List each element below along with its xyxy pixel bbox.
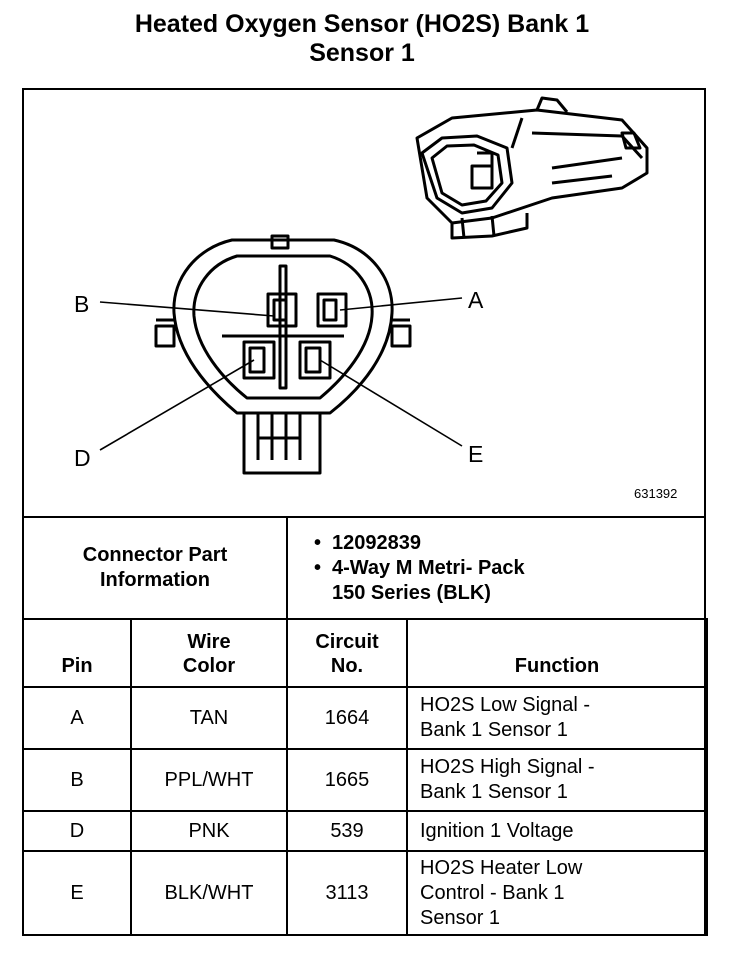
header-pin: Pin: [22, 618, 132, 688]
cell-circuit: 3113: [286, 850, 408, 936]
part-number: 12092839: [332, 531, 421, 554]
pin-label-e: E: [468, 441, 483, 467]
function-line-2: Bank 1 Sensor 1: [420, 719, 568, 741]
table-row: A TAN 1664 HO2S Low Signal - Bank 1 Sens…: [22, 686, 708, 750]
connector-3d-view: [415, 96, 649, 240]
leader-lines: [99, 297, 463, 451]
function-line-1: HO2S Low Signal -: [420, 694, 591, 716]
header-pin-label: Pin: [61, 655, 93, 677]
header-function: Function: [406, 618, 708, 688]
header-function-label: Function: [514, 655, 600, 677]
function-line-3: Sensor 1: [420, 906, 501, 929]
connector-diagram: B A D E 631392: [22, 88, 706, 516]
connector-info-item: 4-Way M Metri- Pack 150 Series (BLK): [314, 556, 704, 606]
connector-type-line-1: 4-Way M Metri- Pack: [332, 556, 525, 579]
figure-number: 631392: [634, 486, 677, 501]
header-wire-color-line-2: Color: [182, 655, 236, 677]
cell-function: HO2S High Signal - Bank 1 Sensor 1: [406, 748, 708, 812]
cell-wire-color: TAN: [130, 686, 288, 750]
cell-circuit: 1664: [286, 686, 408, 750]
cell-pin: B: [22, 748, 132, 812]
cell-function: Ignition 1 Voltage: [406, 810, 708, 852]
cell-pin: A: [22, 686, 132, 750]
function-line-2: Control - Bank 1: [420, 881, 565, 904]
pin-label-d: D: [74, 445, 91, 471]
connector-type-line-2: 150 Series (BLK): [332, 581, 491, 604]
cell-wire-color: BLK/WHT: [130, 850, 288, 936]
header-circuit-line-2: No.: [330, 655, 364, 677]
connector-drawing: B A D E 631392: [74, 96, 677, 501]
connector-info-label: Connector Part Information: [22, 516, 288, 620]
pin-table-header: Pin Wire Color Circuit No. Function: [22, 618, 708, 688]
pin-table: Pin Wire Color Circuit No. Function A TA…: [22, 618, 708, 936]
header-circuit-line-1: Circuit: [315, 631, 379, 653]
header-wire-color-line-1: Wire: [187, 631, 231, 653]
pin-label-b: B: [74, 291, 89, 317]
title-line-2: Sensor 1: [309, 39, 415, 67]
table-row: E BLK/WHT 3113 HO2S Heater Low Control -…: [22, 850, 708, 936]
header-wire-color: Wire Color: [130, 618, 288, 688]
cell-circuit: 1665: [286, 748, 408, 812]
page-title: Heated Oxygen Sensor (HO2S) Bank 1 Senso…: [0, 10, 724, 68]
table-row: B PPL/WHT 1665 HO2S High Signal - Bank 1…: [22, 748, 708, 812]
function-line-1: Ignition 1 Voltage: [420, 819, 574, 842]
connector-info-item: 12092839: [314, 531, 704, 556]
cell-function: HO2S Heater Low Control - Bank 1 Sensor …: [406, 850, 708, 936]
connector-info-label-line-1: Connector Part: [82, 544, 228, 566]
cell-pin: D: [22, 810, 132, 852]
table-row: D PNK 539 Ignition 1 Voltage: [22, 810, 708, 852]
connector-info-values: 12092839 4-Way M Metri- Pack 150 Series …: [286, 516, 706, 620]
connector-front-view: [154, 234, 412, 475]
cell-wire-color: PNK: [130, 810, 288, 852]
header-circuit: Circuit No.: [286, 618, 408, 688]
cell-circuit: 539: [286, 810, 408, 852]
function-line-1: HO2S High Signal -: [420, 756, 595, 778]
function-line-2: Bank 1 Sensor 1: [420, 781, 568, 803]
connector-info-table: Connector Part Information 12092839 4-Wa…: [22, 516, 706, 620]
connector-info-label-line-2: Information: [100, 569, 210, 591]
function-line-1: HO2S Heater Low: [420, 856, 583, 879]
title-line-1: Heated Oxygen Sensor (HO2S) Bank 1: [134, 10, 590, 38]
pin-label-a: A: [468, 287, 484, 313]
document-frame: [22, 88, 706, 936]
cell-wire-color: PPL/WHT: [130, 748, 288, 812]
cell-pin: E: [22, 850, 132, 936]
cell-function: HO2S Low Signal - Bank 1 Sensor 1: [406, 686, 708, 750]
